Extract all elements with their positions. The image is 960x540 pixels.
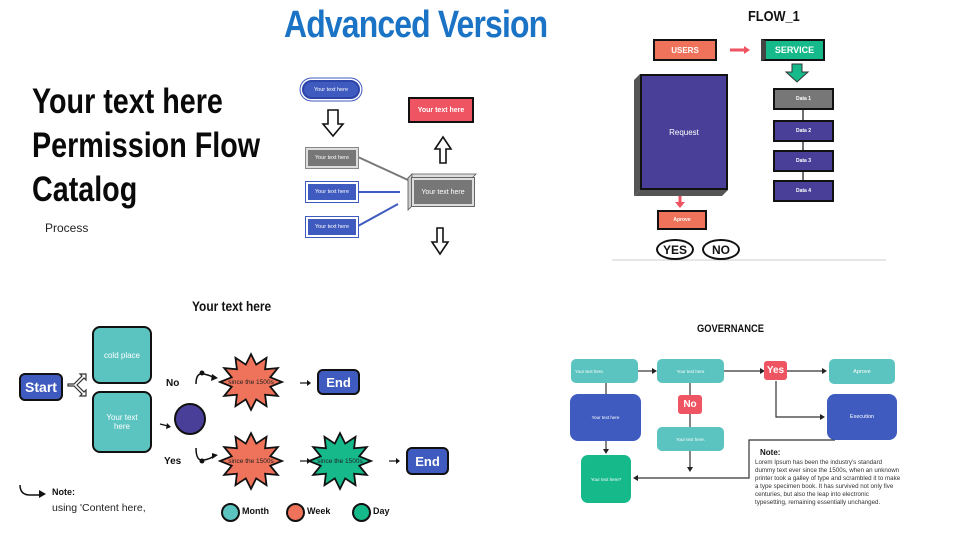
down-arrow-icon xyxy=(784,63,810,83)
sketch-box-blue[interactable]: Your text here xyxy=(305,216,359,238)
gov-box-a[interactable]: Your text here. xyxy=(571,359,638,383)
sketch-box-red[interactable]: Your text here xyxy=(408,97,474,123)
gov-box-c[interactable]: Your text here xyxy=(570,394,641,441)
cold-place-box[interactable]: cold place xyxy=(92,326,152,384)
arrow-right-icon xyxy=(211,374,218,381)
sketch-box-gray[interactable]: Your text here xyxy=(305,147,359,169)
gov-execution-box[interactable]: Execution xyxy=(827,394,897,440)
legend-dot-day xyxy=(352,503,371,522)
gov-yes-badge[interactable]: Yes xyxy=(764,361,787,380)
aprove-box[interactable]: Aprove xyxy=(657,210,707,230)
no-pill[interactable]: NO xyxy=(702,239,740,260)
arrow-right-icon xyxy=(212,453,218,459)
request-box[interactable]: Request xyxy=(640,74,728,190)
arrow-right-icon xyxy=(744,46,750,54)
starburst-shape xyxy=(306,431,374,491)
note-title: Note: xyxy=(52,487,75,497)
down-arrow-icon xyxy=(430,227,450,256)
gov-box-e[interactable]: Your text here? xyxy=(581,455,631,503)
burst-label: since the 1500s xyxy=(228,378,274,386)
data-box[interactable]: Data 3 xyxy=(773,150,834,172)
governance-title: GOVERNANCE xyxy=(697,323,765,335)
your-text-box[interactable]: Your text here xyxy=(92,391,152,453)
down-arrow-icon xyxy=(675,202,685,208)
gov-note-text: Lorem Ipsum has been the industry's stan… xyxy=(755,459,901,506)
gov-aprove-box[interactable]: Aprove xyxy=(829,359,895,384)
decision-node xyxy=(174,403,206,435)
arrow-right-icon xyxy=(39,490,46,498)
start-button[interactable]: Start xyxy=(19,373,63,401)
starburst-shape xyxy=(217,431,285,491)
legend-dot-week xyxy=(286,503,305,522)
hero-heading: Your text here Permission Flow Catalog xyxy=(32,80,260,212)
data-box[interactable]: Data 4 xyxy=(773,180,834,202)
yes-pill[interactable]: YES xyxy=(656,239,694,260)
gov-no-badge[interactable]: No xyxy=(678,395,702,414)
sketch-pill[interactable]: Your text here xyxy=(302,80,360,99)
starburst-shape xyxy=(217,352,285,412)
sketch-box-blue[interactable]: Your text here xyxy=(305,181,359,203)
yes-label: Yes xyxy=(164,456,182,467)
gov-note-title: Note: xyxy=(760,448,781,457)
burst-label: since the 1500s xyxy=(228,457,274,465)
end-button[interactable]: End xyxy=(406,447,449,475)
note-text: using 'Content here, xyxy=(52,502,146,514)
data-box[interactable]: Data 2 xyxy=(773,120,834,142)
decision-flow-title: Your text here xyxy=(192,298,272,314)
hero-line: Permission Flow xyxy=(32,126,261,165)
legend-label: Month xyxy=(242,506,269,516)
up-arrow-icon xyxy=(433,135,453,164)
data-box[interactable]: Data 1 xyxy=(773,88,834,110)
end-button[interactable]: End xyxy=(317,369,360,395)
page-title: Advanced Version xyxy=(284,4,548,46)
users-box[interactable]: USERS xyxy=(653,39,717,61)
legend-dot-month xyxy=(221,503,240,522)
burst-label: since the 1500s xyxy=(317,457,363,465)
legend-label: Day xyxy=(373,506,390,516)
gov-box-b[interactable]: Your text here xyxy=(657,359,724,383)
down-arrow-icon xyxy=(321,109,345,138)
split-arrow-icon xyxy=(67,373,87,397)
connector-line xyxy=(357,203,399,227)
legend-label: Week xyxy=(307,506,331,516)
hero-line: Your text here xyxy=(32,82,223,121)
no-label: No xyxy=(166,378,180,389)
connector-line xyxy=(357,156,409,181)
sketch-box-center[interactable]: Your text here xyxy=(411,177,475,207)
gov-box-d[interactable]: Your text here. xyxy=(657,427,724,451)
hero-line: Catalog xyxy=(32,170,138,209)
flow-1-title: FLOW_1 xyxy=(748,8,800,25)
hero-subtitle: Process xyxy=(45,221,89,235)
service-box[interactable]: SERVICE xyxy=(761,39,825,61)
